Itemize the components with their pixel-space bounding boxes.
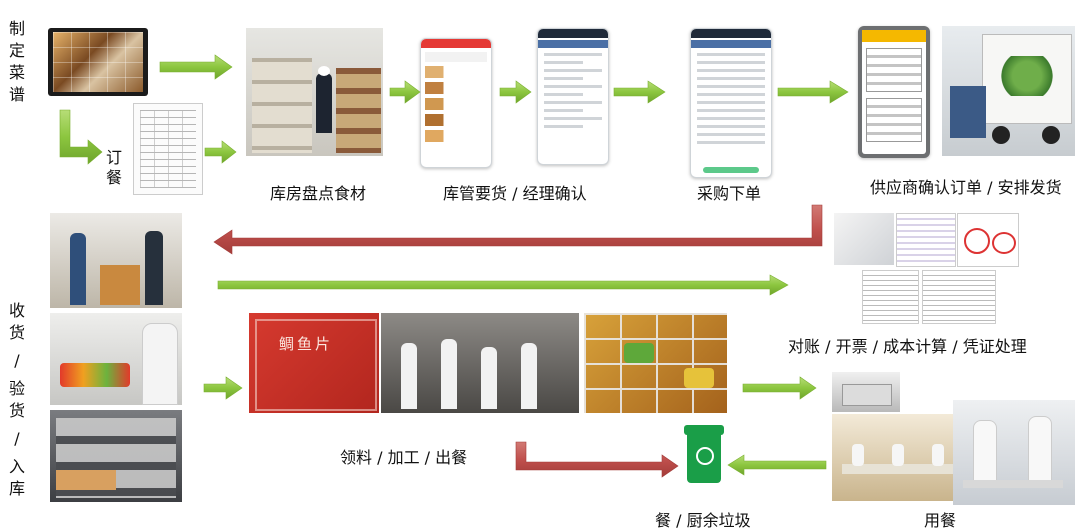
label-material-process: 领料 / 加工 / 出餐 — [340, 448, 468, 467]
arrow-process-to-dining — [742, 376, 817, 400]
label-kitchen-waste: 餐 / 厨余垃圾 — [655, 511, 751, 530]
invoice-photo-3 — [957, 213, 1019, 267]
label-purchase-order: 采购下单 — [697, 184, 762, 203]
arrow-process-to-waste — [515, 441, 679, 478]
truck-photo — [942, 26, 1075, 156]
arrow-receiving-to-process — [203, 376, 243, 400]
arrow-dining-to-waste — [727, 454, 827, 476]
buffet-photo — [584, 313, 727, 413]
label-receiving: 收货/验货/入库 — [8, 301, 25, 498]
phone-app-confirm — [537, 28, 609, 165]
invoice-photo-1 — [834, 213, 894, 265]
label-order-meal: 订餐 — [106, 148, 123, 187]
label-warehouse-inventory: 库房盘点食材 — [270, 184, 367, 203]
fish-box-photo: 鲷鱼片 — [249, 313, 379, 413]
phone-app-request — [420, 38, 492, 168]
arrow-menu-to-inventory — [159, 54, 233, 80]
printer-photo — [832, 372, 900, 412]
arrow-order-to-inventory — [204, 140, 237, 164]
arrow-to-reconcile — [217, 274, 789, 296]
phone-app-purchase — [690, 28, 772, 178]
tablet-order-icon — [858, 26, 930, 158]
order-form-photo — [133, 103, 203, 195]
arrow-inventory-to-request — [389, 80, 421, 104]
tablet-menu-photo — [48, 28, 148, 96]
recycle-bin-icon — [684, 425, 724, 485]
label-supplier-confirm: 供应商确认订单 / 安排发货 — [870, 178, 1062, 197]
label-dining: 用餐 — [924, 511, 957, 530]
label-make-menu: 制定菜谱 — [8, 19, 25, 104]
fish-box-label: 鲷鱼片 — [279, 335, 334, 353]
canteen-photo-1 — [832, 414, 967, 501]
arrow-menu-to-order — [59, 109, 103, 165]
arrow-confirm-to-purchase — [613, 80, 666, 104]
label-reconcile: 对账 / 开票 / 成本计算 / 凭证处理 — [788, 337, 1027, 356]
arrow-request-to-confirm — [499, 80, 532, 104]
invoice-photo-2 — [896, 213, 956, 267]
arrow-purchase-to-supplier — [777, 80, 849, 104]
warehouse-photo — [246, 28, 383, 156]
label-warehouse-request: 库管要货 / 经理确认 — [443, 184, 587, 203]
invoice-photo-5 — [922, 270, 996, 324]
receiving-photo-1 — [50, 213, 182, 308]
arrow-supplier-to-receiving — [213, 204, 823, 255]
kitchen-photo — [381, 313, 579, 413]
canteen-photo-2 — [953, 400, 1075, 505]
invoice-photo-4 — [862, 270, 919, 324]
receiving-photo-3 — [50, 410, 182, 502]
receiving-photo-2 — [50, 313, 182, 405]
